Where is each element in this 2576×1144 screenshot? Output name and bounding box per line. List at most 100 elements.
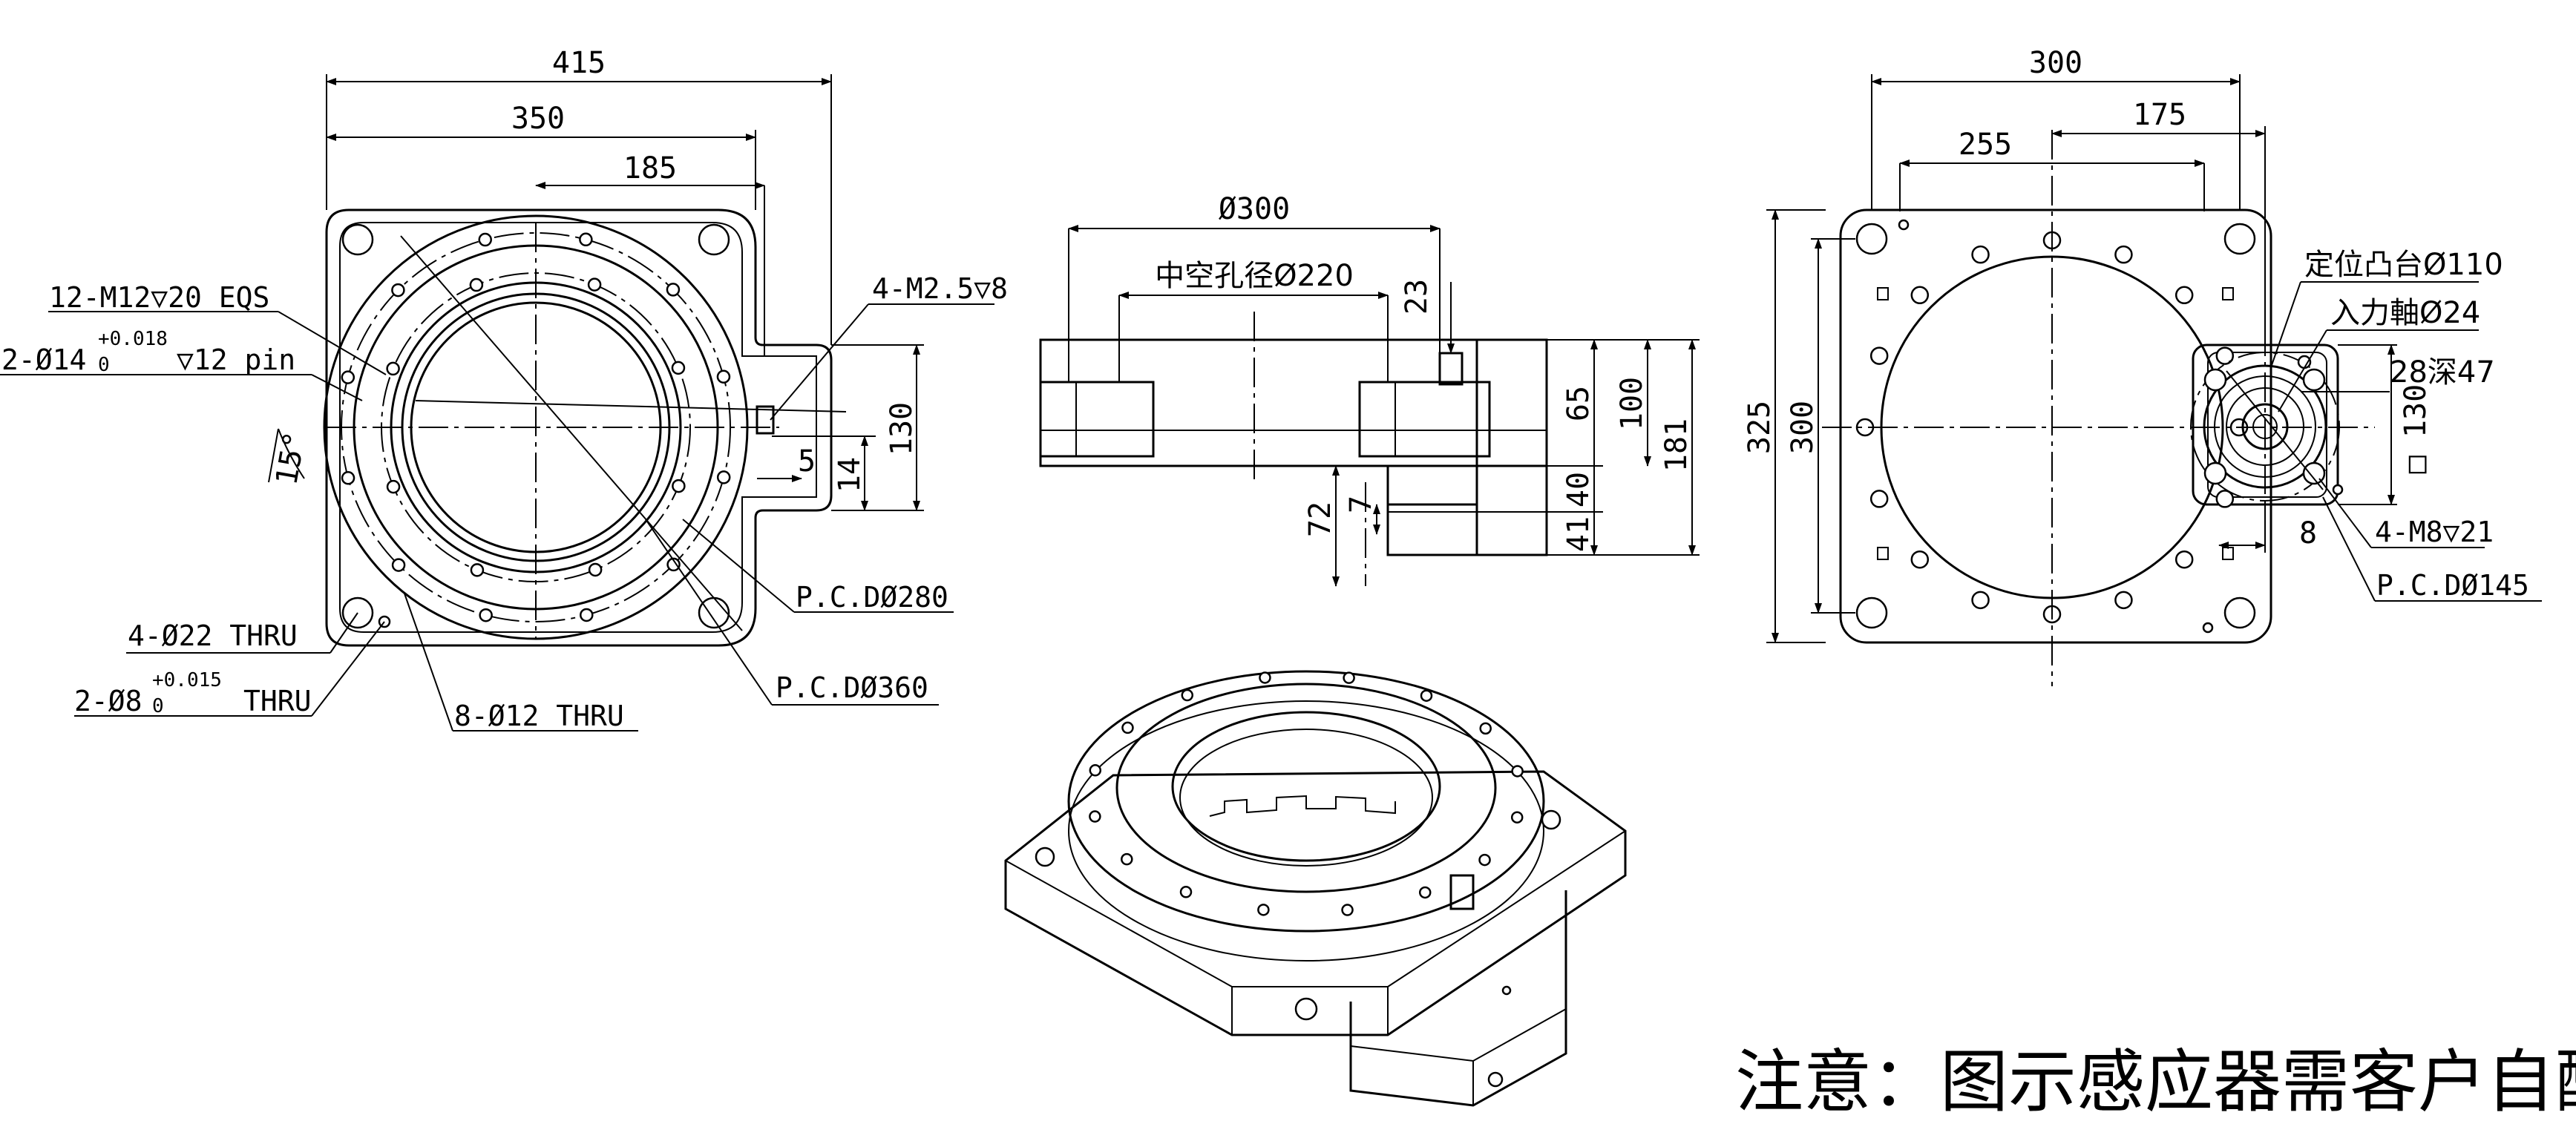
dim-top-255: 255 [1959,128,2012,162]
bolt-hole-m12 [341,370,355,384]
top-bolt-hole [1869,490,1889,508]
iso-ring-outer-lower [1068,700,1544,961]
top-corner-hole-br [2223,596,2256,629]
through-hole-12 [671,361,686,375]
iso-bolt-hole [1121,852,1133,866]
dim-5: 5 [798,444,816,479]
callout-pcd-360: P.C.DØ360 [776,671,928,704]
bolt-hole-m12 [580,608,594,622]
bolt-hole-m12 [579,232,593,247]
top-bolt-hole [1910,550,1930,569]
callout-dowel-tol-lower: 0 [152,695,164,717]
iso-corner-hole-b [1294,997,1318,1021]
iso-bolt-hole [1341,904,1354,916]
front-body-inner-outline [339,222,817,633]
sensor-note: 注意：图示感应器需客户自配 [1735,1042,2576,1122]
dim-side-181: 181 [1659,418,1694,472]
bolt-hole-m12 [666,557,681,572]
dim-top-8: 8 [2299,516,2317,550]
side-sensor [1438,352,1464,386]
top-bolt-hole [2174,550,2194,569]
iso-bolt-hole [1343,671,1355,684]
top-bolt-hole [2114,245,2133,264]
iso-bolt-hole [1510,811,1524,824]
iso-bore [1171,711,1441,862]
through-hole-12 [469,277,484,292]
callout-sensor-holes: 4-M2.5▽8 [872,272,1008,305]
callout-dowel-thru: THRU [243,685,312,717]
front-view: 415 350 185 130 14 5 15° 12-M12▽20 EQS 2… [0,46,1008,732]
callout-input-shaft: 入力軸Ø24 [2330,296,2480,330]
callout-through-holes: 8-Ø12 THRU [454,700,624,732]
top-corner-hole-bl [1855,596,1888,629]
side-shaft-block [1386,503,1478,556]
dim-side-bore: 中空孔径Ø220 [1155,259,1354,293]
through-hole-12 [386,361,400,376]
isometric-view [1004,670,1627,1107]
iso-bolt-hole [1181,688,1194,702]
side-body [1039,338,1548,467]
callout-pcd-280: P.C.DØ280 [796,581,948,614]
iso-bolt-hole [1179,886,1193,898]
dim-185: 185 [623,151,677,185]
dim-350: 350 [511,102,565,136]
dim-415: 415 [552,46,606,80]
top-bolt-hole [1971,245,1990,264]
top-bolt-hole [2114,591,2133,610]
iso-bolt-hole [1420,689,1433,702]
top-view: 300 175 255 325 300 □ 130 8 定位凸台Ø110 入力軸… [1743,46,2542,686]
iso-ring-outer [1067,670,1545,933]
top-motor-hole-tl [2203,368,2227,392]
through-hole-12 [386,479,401,494]
iso-bolt-hole [1418,886,1432,899]
callout-pin-depth: ▽12 pin [177,343,295,376]
dim-130-front: 130 [885,402,919,456]
side-view: Ø300 中空孔径Ø220 23 65 100 181 40 41 72 7 [1039,192,1700,587]
iso-bolt-hole [1257,904,1270,916]
callout-motor-pcd: P.C.DØ145 [2376,569,2529,602]
corner-hole-tl [341,223,374,256]
dim-side-40: 40 [1561,472,1596,507]
dim-side-41: 41 [1561,516,1596,552]
dim-side-72: 72 [1303,502,1337,537]
through-hole-12 [588,562,603,577]
top-motor-hole-bl [2203,461,2227,485]
side-left-flange [1039,381,1155,458]
iso-bolt-hole [1511,765,1524,778]
side-base [1386,464,1548,556]
bolt-hole-m12 [391,558,406,572]
iso-sensor [1449,874,1475,910]
front-body-outline [325,208,833,647]
front-bolt-holes [341,232,731,622]
bolt-hole-m12 [479,608,493,622]
bolt-hole-m12 [666,283,681,297]
iso-corner-hole-r [1541,809,1561,830]
corner-hole-tr [698,223,730,256]
iso-ring-2 [1115,683,1497,893]
iso-bolt-hole [1478,853,1491,867]
through-hole-12 [470,563,485,577]
dim-top-175: 175 [2133,98,2186,132]
top-body-outline [1839,208,2272,644]
top-bolt-hole [2215,490,2235,508]
callout-motor-holes: 4-M8▽21 [2375,516,2494,548]
iso-bolt-holes [1089,671,1524,916]
through-hole-12 [672,479,686,493]
callout-tapped-holes: 12-M12▽20 EQS [49,281,269,314]
dim-side-100: 100 [1615,377,1649,430]
dim-side-23: 23 [1400,279,1434,315]
callout-pin-tol-lower: 0 [98,354,110,376]
bolt-hole-m12 [391,283,405,297]
iso-bolt-hole [1089,764,1102,777]
iso-corner-hole-l [1035,847,1055,867]
side-housing [1475,338,1548,556]
top-bolt-hole [1971,591,1990,610]
bolt-hole-m12 [478,232,492,247]
dim-top-sq130: □ 130 [2399,384,2433,473]
bolt-hole-m12 [716,470,731,484]
callout-pin-holes: 2-Ø14 [1,343,86,376]
top-motor-hole-tr [2302,368,2326,392]
top-bolt-hole [1869,346,1889,365]
callout-pin-tol-upper: +0.018 [98,328,168,350]
corner-hole-br [698,596,730,629]
